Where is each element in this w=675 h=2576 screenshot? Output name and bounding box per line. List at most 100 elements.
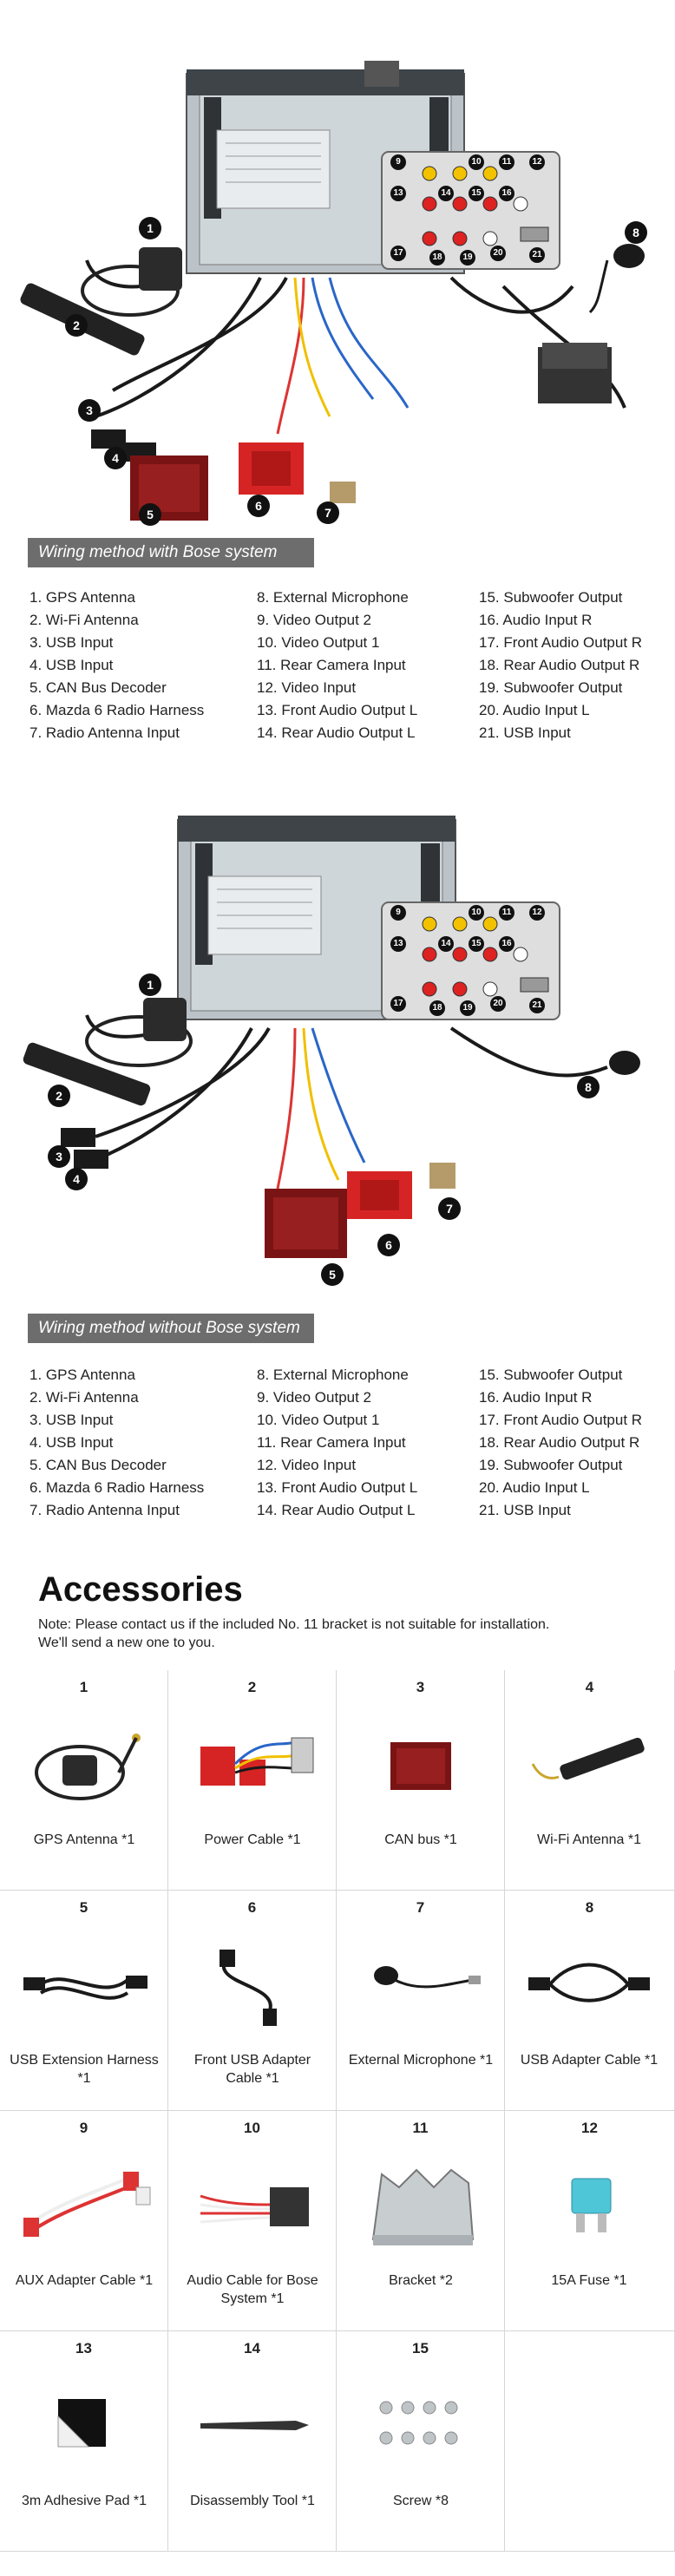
panel-number-12: 12 [529,154,545,170]
legend-item: 21. USB Input [479,724,571,741]
legend-item: 6. Mazda 6 Radio Harness [29,1479,205,1496]
panel-number-21: 21 [529,998,545,1013]
accessory-card-empty [505,2331,675,2552]
callout-1: 1 [139,973,161,996]
legend-item: 8. External Microphone [257,589,409,606]
legend-item: 3. USB Input [29,634,114,651]
wiring-diagram-no-bose-image [23,816,640,1258]
usb-harness-icon [23,1976,147,2000]
panel-number-10: 10 [469,905,484,921]
legend-item: 15. Subwoofer Output [479,589,623,606]
accessories-note: Note: Please contact us if the included … [38,1616,646,1652]
screws-icon [379,2401,458,2445]
accessory-number: 1 [79,1679,88,1695]
bose-cable-icon [200,2187,309,2226]
callout-5: 5 [139,503,161,526]
legend-item: 7. Radio Antenna Input [29,724,180,741]
callout-2: 2 [48,1085,70,1107]
callout-6: 6 [377,1234,400,1256]
adhesive-pad-icon [57,2399,106,2448]
legend-item: 11. Rear Camera Input [257,1434,406,1451]
microphone-icon [374,1966,481,1989]
legend-item: 8. External Microphone [257,1367,409,1383]
callout-7: 7 [317,501,339,524]
panel-number-20: 20 [490,996,506,1012]
callout-7: 7 [438,1197,461,1220]
panel-number-19: 19 [460,250,475,265]
accessory-card: 7 External Microphone *1 [337,1891,505,2111]
legend-item: 18. Rear Audio Output R [479,657,640,673]
accessory-caption: Front USB Adapter Cable *1 [193,2053,311,2086]
accessory-card: 14 Disassembly Tool *1 [168,2331,337,2552]
accessory-card: 8 USB Adapter Cable *1 [505,1891,675,2111]
legend-column: 15. Subwoofer Output 16. Audio Input R 1… [479,1364,642,1522]
legend-item: 9. Video Output 2 [257,1389,372,1406]
panel-number-12: 12 [529,905,545,921]
panel-number-13: 13 [390,936,406,952]
accessory-number: 9 [79,2120,88,2136]
panel-number-15: 15 [469,186,484,201]
accessory-card: 3 CAN bus *1 [337,1670,505,1891]
legend-column: 8. External Microphone 9. Video Output 2… [257,1364,417,1522]
callout-6: 6 [247,495,270,517]
accessory-number: 14 [244,2340,260,2356]
accessory-card: 9 AUX Adapter Cable *1 [0,2111,168,2331]
callout-2: 2 [65,314,88,337]
accessory-caption: CAN bus *1 [384,1832,457,1847]
callout-5: 5 [321,1263,344,1286]
callout-3: 3 [78,399,101,422]
panel-number-15: 15 [469,936,484,952]
panel-number-18: 18 [429,250,445,265]
callout-4: 4 [104,447,127,469]
accessory-number: 8 [585,1899,594,1916]
gps-antenna-icon [35,1734,141,1800]
legend-item: 7. Radio Antenna Input [29,1502,180,1518]
panel-number-16: 16 [499,936,514,952]
panel-number-21: 21 [529,247,545,263]
legend-item: 13. Front Audio Output L [257,1479,418,1496]
panel-number-14: 14 [438,936,454,952]
accessory-number: 13 [75,2340,92,2356]
panel-number-10: 10 [469,154,484,170]
panel-number-9: 9 [390,154,406,170]
legend-column: 1. GPS Antenna 2. Wi-Fi Antenna 3. USB I… [29,1364,204,1522]
accessory-card: 5 USB Extension Harness *1 [0,1891,168,2111]
legend-item: 1. GPS Antenna [29,1367,135,1383]
legend-item: 19. Subwoofer Output [479,679,623,696]
accessory-caption: USB Extension Harness *1 [10,2053,159,2086]
legend-item: 17. Front Audio Output R [479,634,643,651]
power-cable-icon [200,1737,314,1786]
panel-number-9: 9 [390,905,406,921]
accessory-card: 11 Bracket *2 [337,2111,505,2331]
legend-item: 21. USB Input [479,1502,571,1518]
canbus-box-icon [390,1742,451,1790]
accessories-title: Accessories [38,1570,243,1609]
accessory-number: 11 [412,2120,429,2136]
legend-item: 6. Mazda 6 Radio Harness [29,702,205,718]
accessory-number: 2 [247,1679,257,1695]
accessory-caption: Wi-Fi Antenna *1 [536,1832,642,1847]
usb-adapter-icon [220,1950,277,2026]
legend-item: 17. Front Audio Output R [479,1412,643,1428]
callout-3: 3 [48,1145,70,1168]
panel-number-11: 11 [499,905,514,921]
callout-1: 1 [139,217,161,239]
accessory-number: 4 [585,1679,594,1695]
accessory-card: 2 Power Cable *1 [168,1670,337,1891]
accessory-card: 10 Audio Cable for Bose System *1 [168,2111,337,2331]
legend-item: 12. Video Input [257,679,357,696]
legend-column: 8. External Microphone 9. Video Output 2… [257,587,417,744]
legend-item: 20. Audio Input L [479,702,590,718]
accessory-number: 10 [244,2120,260,2136]
callout-8: 8 [577,1076,600,1098]
panel-number-13: 13 [390,186,406,201]
legend-item: 9. Video Output 2 [257,612,372,628]
accessory-card: 12 15A Fuse *1 [505,2111,675,2331]
legend-item: 16. Audio Input R [479,1389,593,1406]
accessory-number: 3 [416,1679,425,1695]
panel-number-17: 17 [390,246,406,261]
panel-number-18: 18 [429,1000,445,1016]
accessory-caption: AUX Adapter Cable *1 [15,2273,154,2288]
accessory-number: 12 [581,2120,598,2136]
accessory-caption: Audio Cable for Bose System *1 [187,2273,318,2306]
